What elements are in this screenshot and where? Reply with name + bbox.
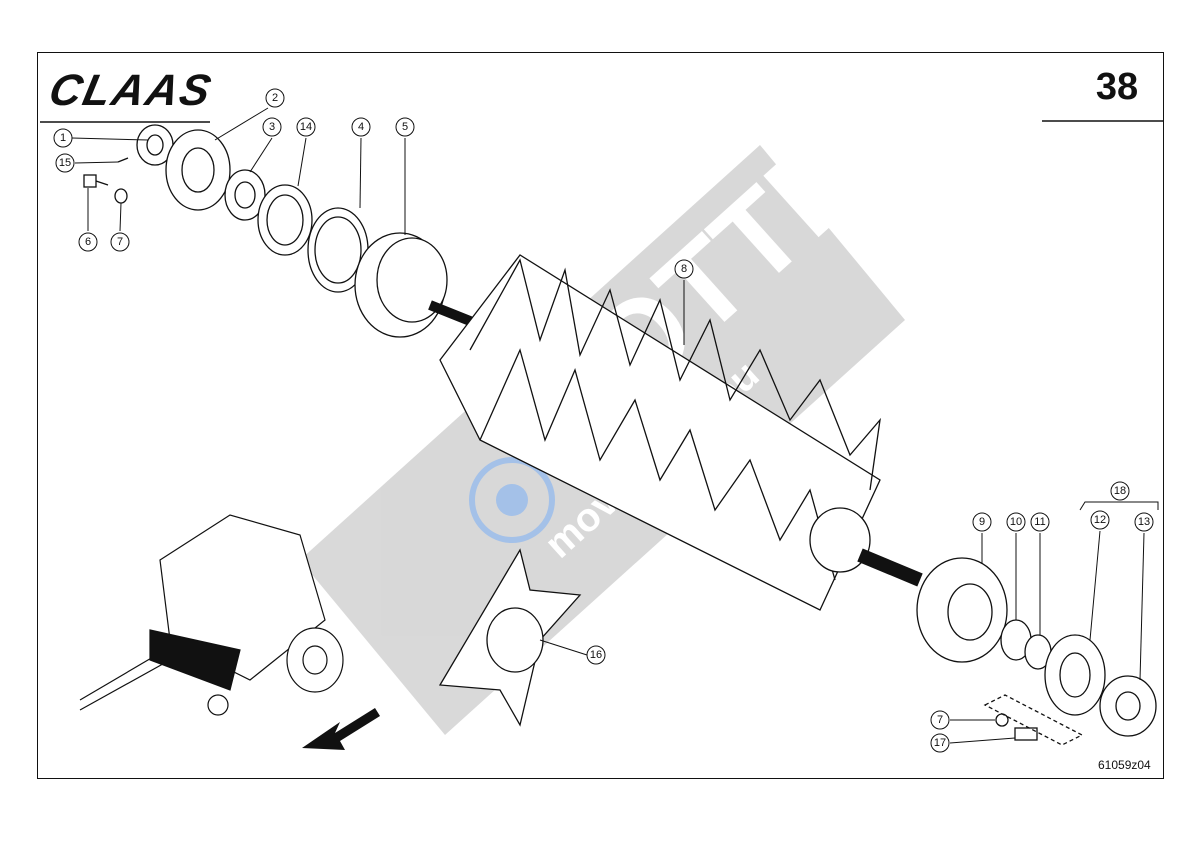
callout-17: 15 [59, 157, 71, 169]
callout-8: 8 [681, 263, 687, 275]
callout-13: 13 [1138, 516, 1150, 528]
callout-12: 12 [1094, 514, 1106, 526]
callout-9: 9 [979, 516, 985, 528]
callout-11: 11 [1034, 516, 1045, 528]
callout-4: 4 [358, 121, 364, 133]
callout-14: 17 [934, 737, 946, 749]
direction-arrow-icon [302, 708, 380, 750]
hub-parts-left [83, 124, 448, 338]
callout-1: 1 [60, 132, 66, 144]
callout-10: 10 [1010, 516, 1022, 528]
callout-15: 16 [590, 649, 602, 661]
rotor-assembly [428, 254, 923, 611]
callout-7-right: 7 [937, 714, 943, 726]
callout-7-left: 7 [117, 236, 123, 248]
callout-18: 18 [1114, 485, 1126, 497]
tine-hole [486, 607, 544, 673]
page-number: 38 [1095, 66, 1139, 108]
callout-2: 2 [272, 92, 278, 104]
leader-lines [71, 107, 1159, 744]
hub-parts-right [916, 557, 1157, 746]
watermark-dot-icon [496, 484, 528, 516]
callout-6: 6 [85, 236, 91, 248]
drawing-number: 61059z04 [1098, 758, 1151, 772]
baler-thumbnail [79, 514, 344, 716]
callout-5: 5 [402, 121, 408, 133]
callout-labels: 1 15 6 7 2 3 14 4 5 8 9 10 11 12 13 18 1… [59, 92, 1150, 749]
callout-3: 3 [269, 121, 275, 133]
callout-circles [53, 88, 1154, 753]
callout-16: 14 [300, 121, 312, 133]
watermark-ring-icon [469, 457, 555, 543]
